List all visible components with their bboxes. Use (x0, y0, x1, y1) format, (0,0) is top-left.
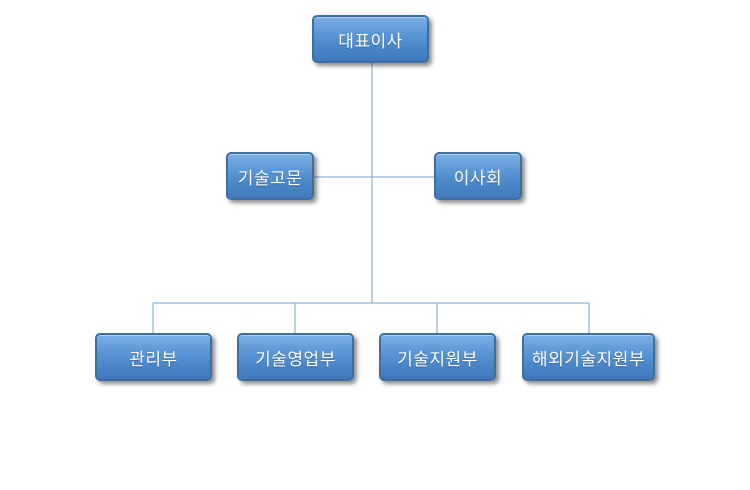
node-ceo: 대표이사 (312, 15, 429, 63)
node-tech-sales-dept: 기술영업부 (237, 333, 354, 381)
node-board-of-directors: 이사회 (434, 152, 522, 200)
node-technical-advisor: 기술고문 (226, 152, 314, 200)
node-tech-support-dept: 기술지원부 (379, 333, 496, 381)
node-management-dept: 관리부 (95, 333, 212, 381)
node-overseas-tech-support-dept: 해외기술지원부 (522, 333, 655, 381)
